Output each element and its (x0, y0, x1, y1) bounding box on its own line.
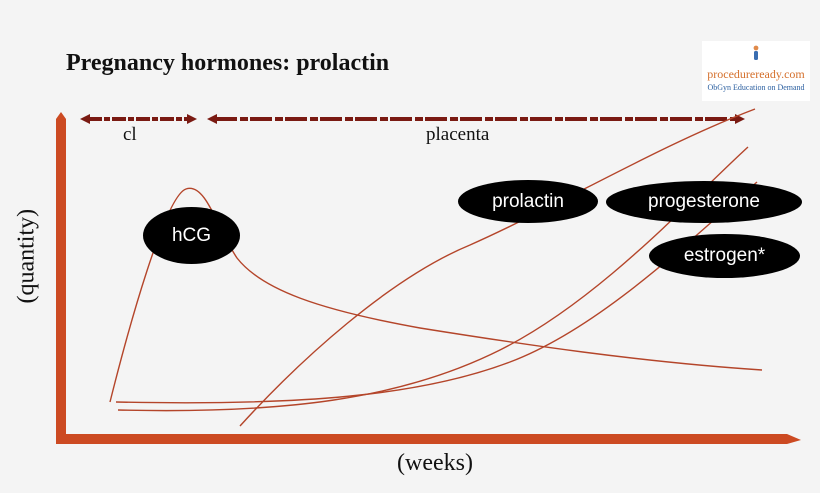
cl-arrow (80, 114, 197, 124)
y-axis-label: (quantity) (13, 208, 40, 304)
estrogen-label: estrogen* (649, 234, 800, 278)
logo-name: procedureready.com (707, 67, 805, 81)
phase-label-placenta: placenta (426, 124, 490, 145)
prolactin-curve (239, 108, 756, 427)
prolactin-label: prolactin (458, 180, 598, 223)
page-title: Pregnancy hormones: prolactin (66, 50, 390, 76)
progesterone-label: progesterone (606, 181, 802, 223)
hcg-label: hCG (143, 207, 240, 264)
x-axis (56, 434, 801, 444)
phase-label-cl: cl (123, 124, 137, 145)
x-axis-label: (weeks) (397, 450, 473, 476)
logo-tagline: ObGyn Education on Demand (707, 83, 805, 92)
logo: procedureready.com ObGyn Education on De… (702, 41, 810, 101)
placenta-arrow (207, 114, 745, 124)
logo-mark-icon (753, 45, 759, 60)
y-axis (56, 112, 66, 436)
